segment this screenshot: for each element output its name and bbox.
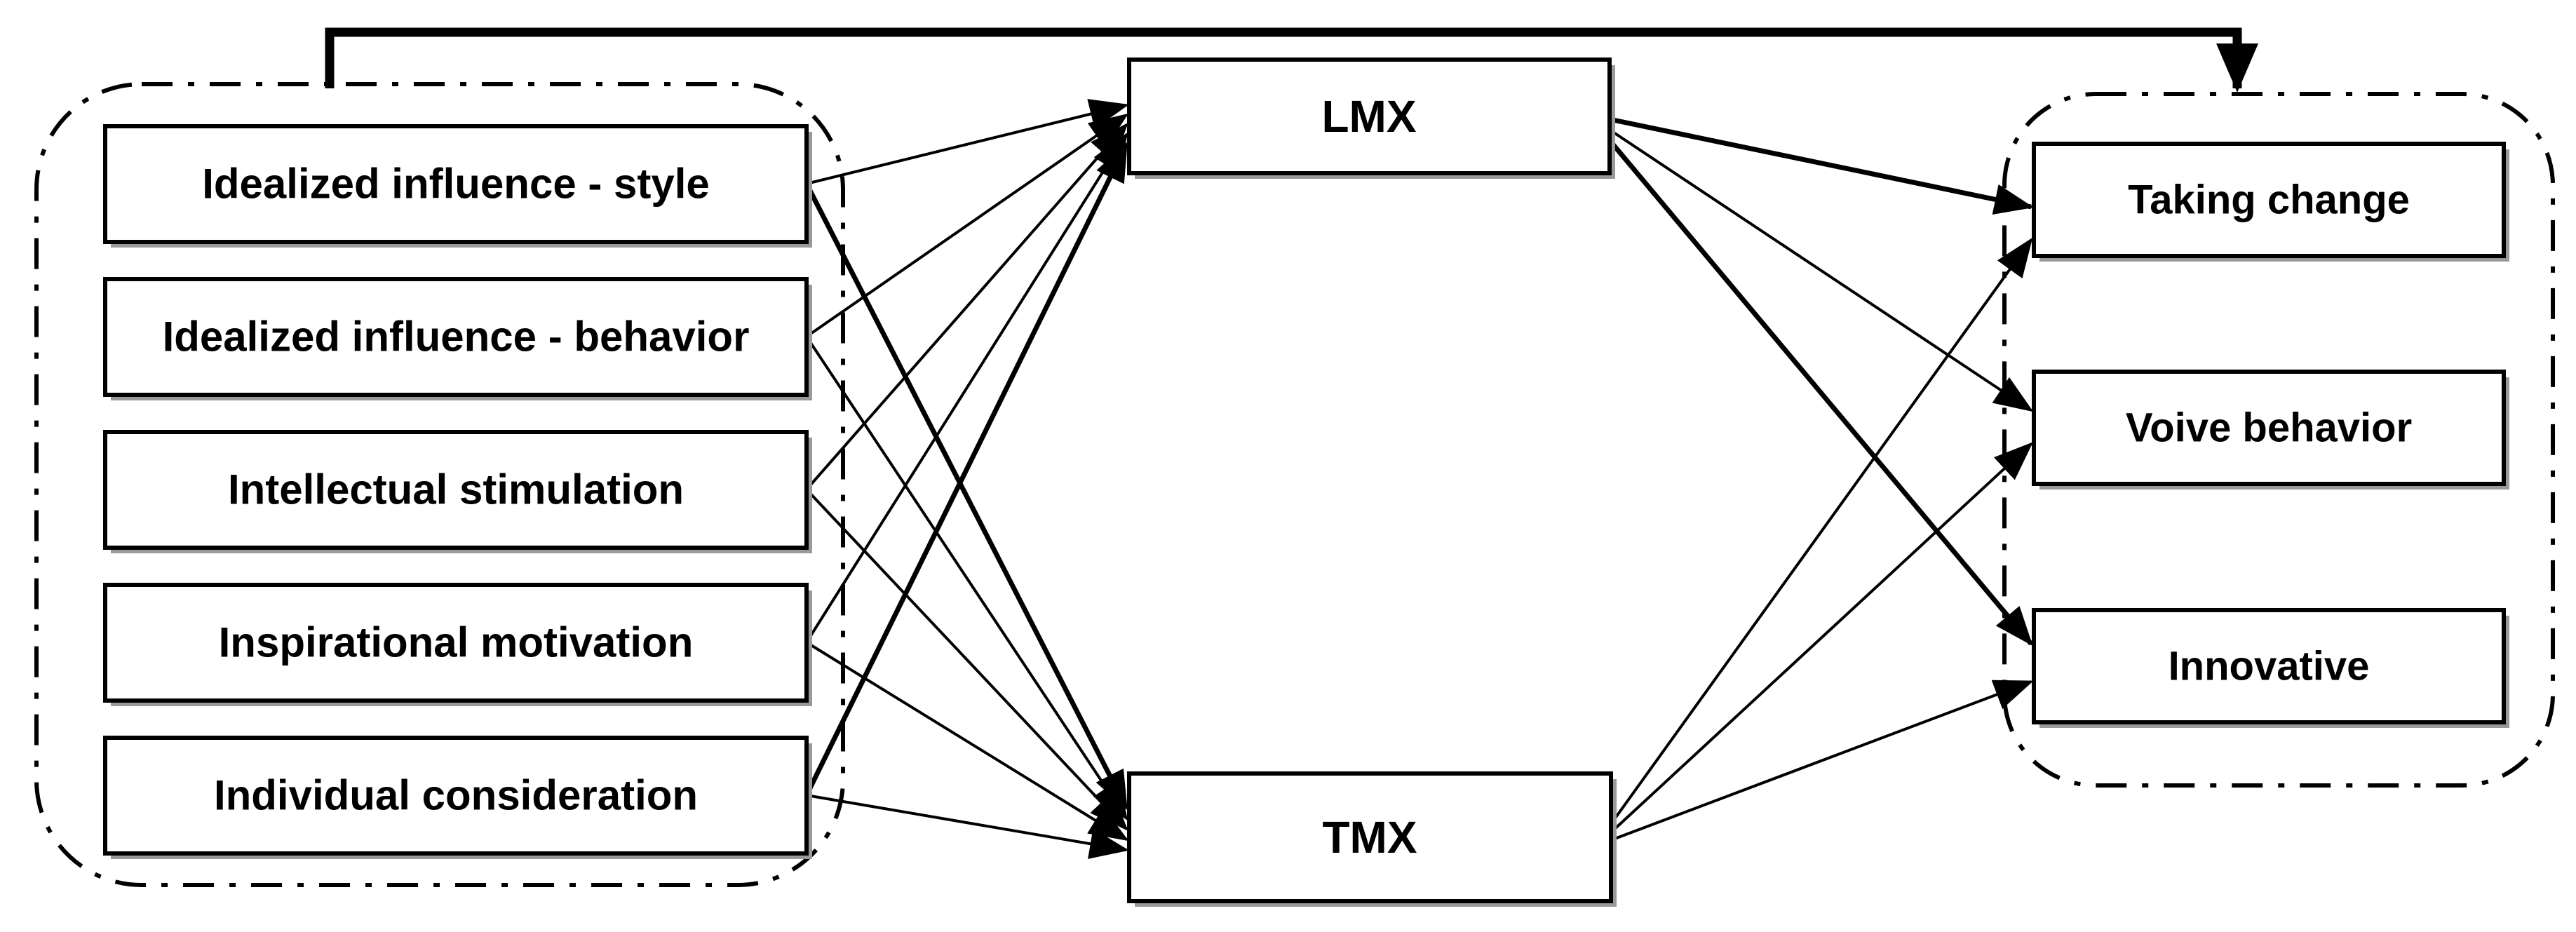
- edge-tmx-to-innovative: [1610, 680, 2034, 842]
- mediator-label-tmx: TMX: [1322, 812, 1417, 863]
- box-border: [2032, 142, 2506, 258]
- box-border: [1127, 58, 1612, 175]
- edge-idealized-influence-behavior-to-lmx: [805, 113, 1129, 338]
- edge-individual-consideration-to-tmx: [806, 794, 1129, 859]
- edge-intellectual-stimulation-to-tmx: [805, 488, 1128, 831]
- box-border: [103, 736, 809, 856]
- left-box-intellectual-stimulation: Intellectual stimulation: [103, 430, 812, 553]
- left-box-idealized-influence-style: Idealized influence - style: [103, 124, 812, 248]
- edge-idealized-influence-behavior-to-tmx: [805, 335, 1128, 821]
- edge-inspirational-motivation-to-lmx: [805, 132, 1128, 644]
- box-border: [2032, 370, 2506, 486]
- right-box-taking-change: Taking change: [2032, 142, 2509, 262]
- box-border: [103, 430, 809, 550]
- box-border: [2032, 608, 2506, 724]
- right-box-voive-behavior: Voive behavior: [2032, 370, 2509, 489]
- box-border: [1127, 771, 1613, 903]
- edge-intellectual-stimulation-to-lmx: [805, 122, 1128, 491]
- mediator-box-tmx: TMX: [1127, 771, 1617, 907]
- left-box-label: Individual consideration: [214, 772, 698, 819]
- edge-lmx-to-voive-behavior: [1608, 128, 2034, 412]
- right-box-innovative: Innovative: [2032, 608, 2509, 728]
- edge-idealized-influence-style-to-tmx: [804, 182, 1129, 811]
- box-border: [103, 583, 809, 703]
- right-group-border: [2002, 92, 2555, 788]
- left-box-idealized-influence-behavior: Idealized influence - behavior: [103, 277, 812, 400]
- left-box-label: Idealized influence - style: [202, 161, 710, 208]
- left-group-border: [34, 82, 845, 887]
- edge-tmx-to-voive-behavior: [1610, 442, 2033, 834]
- edge-tmx-to-taking-change: [1610, 237, 2033, 825]
- box-border: [103, 277, 809, 397]
- edge-inspirational-motivation-to-tmx: [805, 641, 1129, 842]
- mediator-label-lmx: LMX: [1321, 91, 1416, 142]
- left-box-label: Intellectual stimulation: [228, 466, 684, 513]
- edge-lmx-to-innovative: [1607, 138, 2033, 647]
- edge-idealized-influence-style-to-lmx: [806, 99, 1129, 185]
- edge-lmx-to-taking-change: [1609, 116, 2034, 215]
- edge-left-group-to-right-group: [325, 27, 2258, 93]
- right-box-label: Voive behavior: [2126, 405, 2412, 451]
- right-box-label: Taking change: [2128, 177, 2410, 223]
- left-box-individual-consideration: Individual consideration: [103, 736, 812, 859]
- left-box-inspirational-motivation: Inspirational motivation: [103, 583, 812, 706]
- left-box-label: Idealized influence - behavior: [163, 313, 750, 360]
- right-box-label: Innovative: [2169, 644, 2370, 689]
- left-box-label: Inspirational motivation: [219, 619, 694, 666]
- edge-individual-consideration-to-lmx: [804, 142, 1129, 797]
- box-border: [103, 124, 809, 244]
- mediator-box-lmx: LMX: [1127, 58, 1615, 179]
